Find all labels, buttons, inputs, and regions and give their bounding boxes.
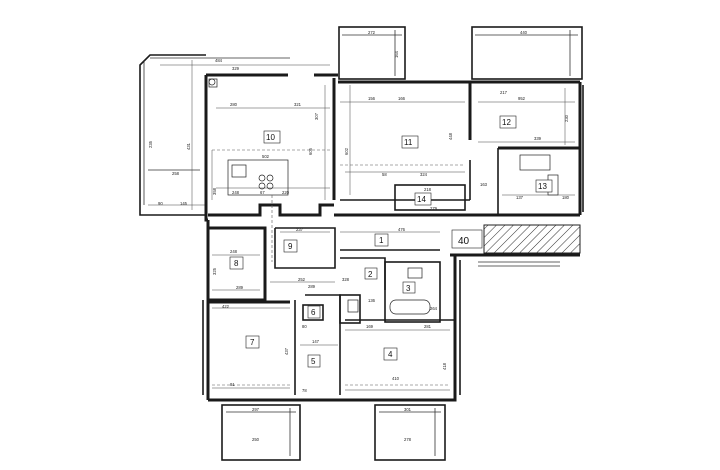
room-label-12: 12 bbox=[502, 118, 511, 127]
dim-text: 78 bbox=[302, 388, 307, 393]
dim-text: 440 bbox=[520, 30, 528, 35]
dim-text: 329 bbox=[232, 66, 240, 71]
dim-text: 289 bbox=[308, 284, 316, 289]
dim-text: 164 bbox=[394, 50, 399, 58]
balcony-top-left bbox=[338, 26, 406, 80]
dim-text: 279 bbox=[430, 206, 438, 211]
room-label-6: 6 bbox=[311, 308, 316, 317]
room-label-3: 3 bbox=[406, 284, 411, 293]
dim-text: 321 bbox=[294, 102, 302, 107]
dim-text: 289 bbox=[236, 285, 244, 290]
dim-text: 80 bbox=[302, 324, 307, 329]
dim-text: 67 bbox=[260, 190, 265, 195]
dimension-lines bbox=[160, 64, 575, 391]
stair-label: 40 bbox=[458, 236, 470, 247]
dim-text: 281 bbox=[424, 324, 432, 329]
dim-text: 58 bbox=[382, 172, 387, 177]
dim-text: 325 bbox=[212, 267, 217, 275]
room-label-10: 10 bbox=[266, 133, 275, 142]
dim-text: 307 bbox=[314, 112, 319, 120]
dim-text: 166 bbox=[398, 96, 406, 101]
dim-text: 422 bbox=[222, 304, 230, 309]
dim-text: 278 bbox=[404, 437, 412, 442]
dim-text: 90 bbox=[158, 201, 163, 206]
dim-text: 220 bbox=[282, 190, 290, 195]
dim-text: 301 bbox=[404, 407, 412, 412]
dim-text: 180 bbox=[562, 195, 570, 200]
room-label-5: 5 bbox=[311, 357, 316, 366]
room-label-13: 13 bbox=[538, 182, 547, 191]
dim-text: 605 bbox=[308, 147, 313, 155]
dim-text: 250 bbox=[252, 437, 260, 442]
dim-text: 147 bbox=[312, 339, 320, 344]
dim-text: 218 bbox=[424, 187, 432, 192]
room-label-9: 9 bbox=[288, 242, 293, 251]
dimension-texts: 272 164 440 484 329 235 431 258 90 145 2… bbox=[148, 30, 570, 442]
dim-text: 248 bbox=[232, 190, 240, 195]
room-label-8: 8 bbox=[234, 259, 239, 268]
dim-text: 952 bbox=[518, 96, 526, 101]
room-label-4: 4 bbox=[388, 350, 393, 359]
dim-text: 502 bbox=[262, 154, 270, 159]
dim-text: 248 bbox=[230, 249, 238, 254]
dim-text: 339 bbox=[534, 136, 542, 141]
room-label-7: 7 bbox=[250, 338, 255, 347]
dim-text: 81 bbox=[230, 382, 235, 387]
dim-text: 237 bbox=[296, 227, 304, 232]
dim-text: 448 bbox=[448, 132, 453, 140]
fixtures bbox=[208, 78, 559, 315]
room-label-14: 14 bbox=[417, 195, 426, 204]
dim-text: 358 bbox=[212, 187, 217, 195]
room-label-2: 2 bbox=[368, 270, 373, 279]
dim-text: 217 bbox=[500, 90, 508, 95]
dim-text: 484 bbox=[215, 58, 223, 63]
dim-text: 328 bbox=[342, 277, 350, 282]
dim-text: 163 bbox=[480, 182, 488, 187]
dim-text: 272 bbox=[368, 30, 376, 35]
room-label-11: 11 bbox=[404, 138, 413, 147]
dim-text: 280 bbox=[230, 102, 238, 107]
dim-text: 230 bbox=[564, 114, 569, 122]
dim-text: 437 bbox=[284, 347, 289, 355]
dim-text: 410 bbox=[392, 376, 400, 381]
dim-text: 136 bbox=[368, 298, 376, 303]
stair-hall: 40 bbox=[451, 224, 581, 267]
dim-text: 156 bbox=[368, 96, 376, 101]
dim-text: 169 bbox=[366, 324, 374, 329]
room-labels: 10 11 12 13 14 1 2 3 4 5 6 7 8 9 bbox=[229, 115, 553, 368]
outer-walls bbox=[202, 73, 584, 402]
dim-text: 252 bbox=[298, 277, 306, 282]
dim-text: 418 bbox=[442, 362, 447, 370]
interior-walls bbox=[208, 78, 580, 395]
balcony-bottom-left bbox=[221, 404, 301, 461]
dim-text: 264 bbox=[430, 306, 438, 311]
dim-text: 431 bbox=[186, 142, 191, 150]
balcony-bottom-right bbox=[374, 404, 446, 461]
dim-text: 324 bbox=[420, 172, 428, 177]
dim-text: 235 bbox=[148, 140, 153, 148]
terrace-left bbox=[139, 54, 290, 216]
dim-text: 476 bbox=[398, 227, 406, 232]
dim-text: 137 bbox=[516, 195, 524, 200]
balcony-top-right bbox=[471, 26, 583, 80]
dim-text: 297 bbox=[252, 407, 260, 412]
dim-text: 145 bbox=[180, 201, 188, 206]
dim-text: 258 bbox=[172, 171, 180, 176]
room-label-1: 1 bbox=[379, 236, 384, 245]
dim-text: 602 bbox=[344, 147, 349, 155]
